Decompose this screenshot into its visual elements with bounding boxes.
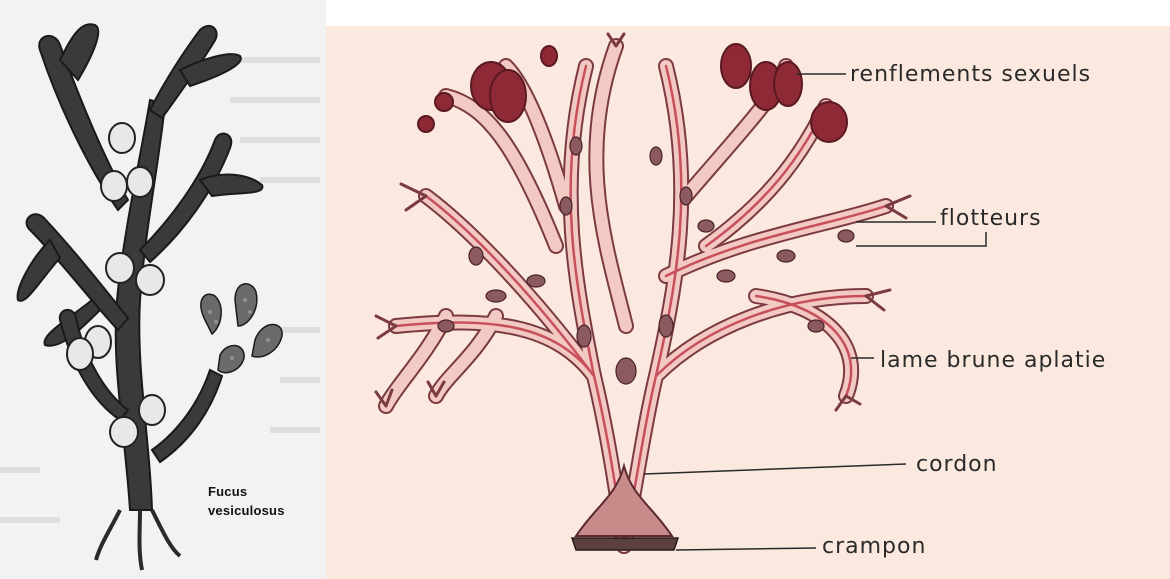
species-name-line1: Fucus bbox=[208, 484, 247, 499]
label-flotteurs: flotteurs bbox=[940, 206, 1042, 231]
species-name-line2: vesiculosus bbox=[208, 503, 285, 518]
label-crampon: crampon bbox=[822, 534, 926, 559]
label-cordon: cordon bbox=[916, 452, 998, 477]
fucus-drawing bbox=[0, 0, 326, 579]
label-renflements-sexuels: renflements sexuels bbox=[850, 62, 1091, 87]
thallus-diagram bbox=[326, 26, 1170, 579]
fucus-photo-panel: Fucus vesiculosus bbox=[0, 0, 326, 579]
anatomy-diagram-panel: renflements sexuels flotteurs lame brune… bbox=[326, 26, 1170, 579]
label-lame-brune-aplatie: lame brune aplatie bbox=[880, 348, 1106, 373]
